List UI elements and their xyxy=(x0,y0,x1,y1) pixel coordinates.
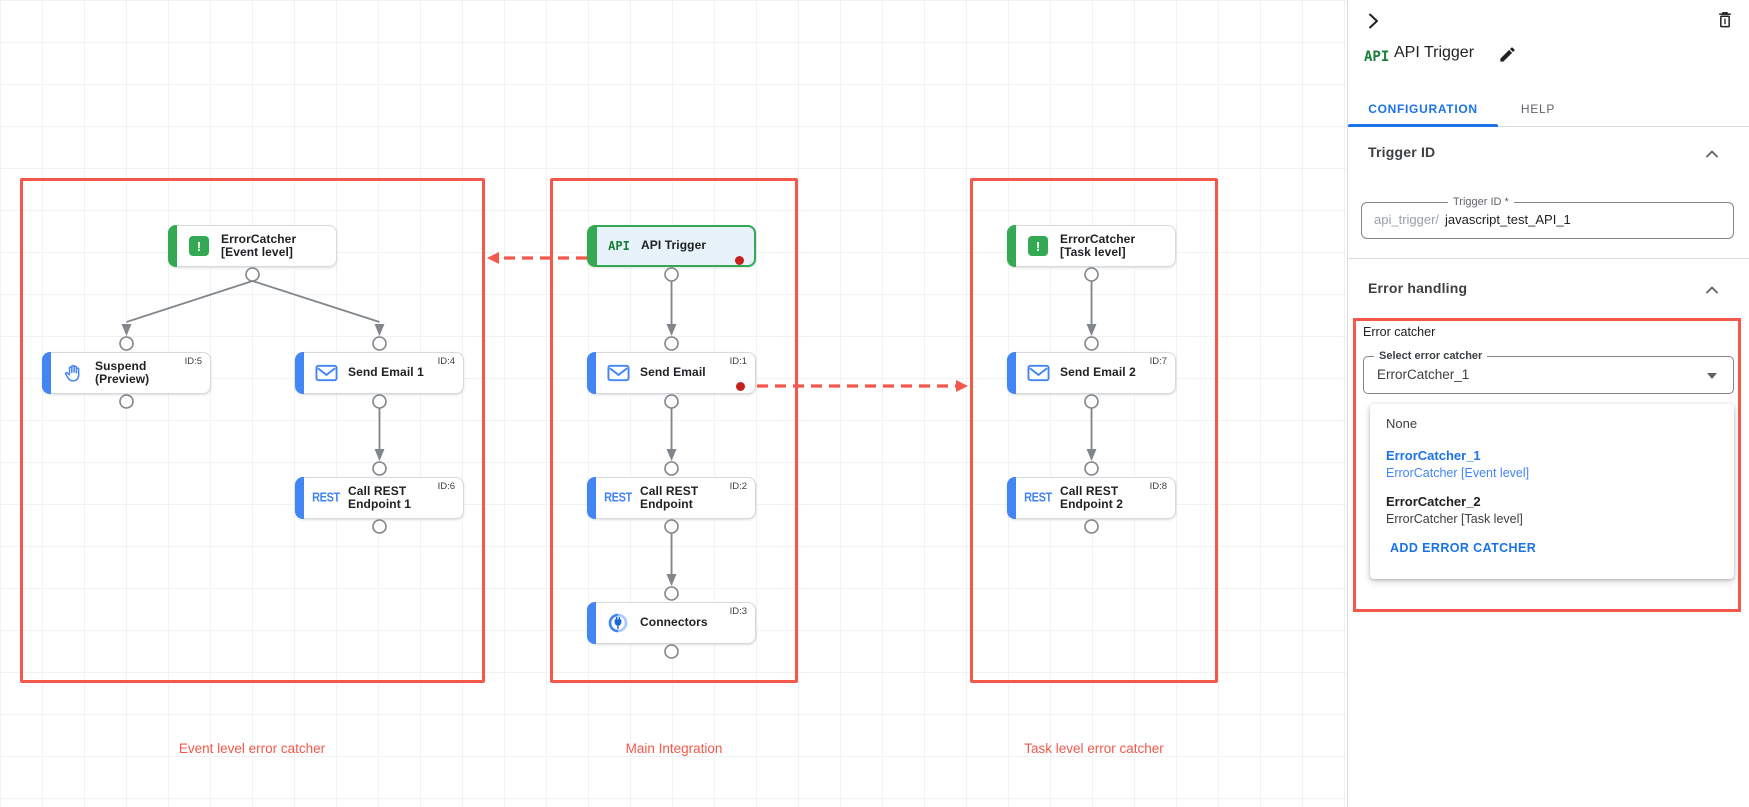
node-accent-bar xyxy=(168,225,177,267)
trigger-id-section-title: Trigger ID xyxy=(1368,144,1436,160)
error-catcher-highlight-outline xyxy=(1353,318,1741,612)
trigger-id-field[interactable]: Trigger ID * api_trigger/javascript_test… xyxy=(1361,196,1734,239)
node-errorcatcher-event-level[interactable]: ! ErrorCatcher[Event level] xyxy=(168,225,337,267)
email-icon xyxy=(1025,364,1051,382)
email-icon xyxy=(313,364,339,382)
connectors-icon xyxy=(605,612,631,634)
api-trigger-icon: API xyxy=(1364,49,1390,65)
node-connectors[interactable]: Connectors ID:3 xyxy=(587,602,756,644)
section-divider xyxy=(1348,258,1749,259)
config-panel: API API Trigger CONFIGURATION HELP Trigg… xyxy=(1347,0,1749,807)
edit-title-pencil-icon[interactable] xyxy=(1498,45,1517,67)
collapse-panel-chevron-icon[interactable] xyxy=(1363,11,1383,34)
menu-item-errorcatcher-2[interactable]: ErrorCatcher_2 xyxy=(1386,494,1481,509)
node-send-email-1[interactable]: Send Email 1 ID:4 xyxy=(295,352,464,394)
error-catcher-icon: ! xyxy=(1025,236,1051,256)
caption-task-level: Task level error catcher xyxy=(1024,741,1164,756)
delete-trigger-trash-icon[interactable] xyxy=(1715,10,1735,33)
node-accent-bar xyxy=(1007,352,1016,394)
tab-help[interactable]: HELP xyxy=(1520,102,1556,116)
panel-title: API Trigger xyxy=(1394,44,1475,61)
error-catcher-menu: None ErrorCatcher_1 ErrorCatcher [Event … xyxy=(1370,404,1734,579)
node-accent-bar xyxy=(295,352,304,394)
api-icon: API xyxy=(608,239,630,253)
node-accent-bar xyxy=(295,477,304,519)
active-tab-underline xyxy=(1348,124,1498,127)
select-error-catcher-value: ErrorCatcher_1 xyxy=(1377,367,1470,382)
error-handling-section-header[interactable]: Error handling xyxy=(1348,278,1749,304)
email-icon xyxy=(605,364,631,382)
dropdown-caret-icon xyxy=(1707,373,1717,379)
node-send-email-2[interactable]: Send Email 2 ID:7 xyxy=(1007,352,1176,394)
node-suspend-preview[interactable]: Suspend(Preview) ID:5 xyxy=(42,352,211,394)
node-accent-bar xyxy=(587,477,596,519)
node-api-trigger[interactable]: API API Trigger xyxy=(587,225,756,267)
node-accent-bar xyxy=(587,352,596,394)
node-accent-bar xyxy=(1007,225,1016,267)
error-catcher-label: Error catcher xyxy=(1363,325,1436,339)
error-catcher-icon: ! xyxy=(186,236,212,256)
node-accent-bar xyxy=(588,226,597,266)
integration-canvas[interactable]: ! ErrorCatcher[Event level] Suspend(Prev… xyxy=(0,0,1347,807)
node-accent-bar xyxy=(42,352,51,394)
trigger-id-field-label: Trigger ID * xyxy=(1448,196,1514,208)
caption-event-level: Event level error catcher xyxy=(178,741,326,756)
error-dot xyxy=(736,382,745,391)
caption-main-integration: Main Integration xyxy=(625,741,723,756)
add-error-catcher-button[interactable]: ADD ERROR CATCHER xyxy=(1390,541,1537,555)
node-send-email[interactable]: Send Email ID:1 xyxy=(587,352,756,394)
hand-icon xyxy=(60,363,86,384)
menu-item-errorcatcher-2-desc[interactable]: ErrorCatcher [Task level] xyxy=(1386,512,1523,526)
trigger-id-value: javascript_test_API_1 xyxy=(1445,212,1571,227)
tab-bar: CONFIGURATION HELP xyxy=(1348,92,1749,127)
group-outline-main-integration xyxy=(550,178,798,683)
chevron-up-icon[interactable] xyxy=(1704,146,1720,167)
rest-icon: REST xyxy=(1024,491,1052,505)
group-outline-event-level xyxy=(20,178,485,683)
select-error-catcher-label: Select error catcher xyxy=(1374,350,1488,362)
error-dot xyxy=(735,256,744,265)
rest-icon: REST xyxy=(604,491,632,505)
trigger-id-section-header[interactable]: Trigger ID xyxy=(1348,142,1749,168)
rest-icon: REST xyxy=(312,491,340,505)
menu-item-none[interactable]: None xyxy=(1386,416,1418,431)
error-handling-section-title: Error handling xyxy=(1368,280,1468,296)
node-accent-bar xyxy=(1007,477,1016,519)
select-error-catcher-dropdown[interactable]: Select error catcher ErrorCatcher_1 xyxy=(1363,350,1734,394)
chevron-up-icon[interactable] xyxy=(1704,282,1720,303)
group-outline-task-level xyxy=(970,178,1218,683)
node-errorcatcher-task-level[interactable]: ! ErrorCatcher[Task level] xyxy=(1007,225,1176,267)
trigger-id-prefix: api_trigger/ xyxy=(1374,212,1440,227)
node-accent-bar xyxy=(587,602,596,644)
menu-item-errorcatcher-1-desc[interactable]: ErrorCatcher [Event level] xyxy=(1386,466,1530,480)
menu-item-errorcatcher-1[interactable]: ErrorCatcher_1 xyxy=(1386,448,1481,463)
tab-configuration[interactable]: CONFIGURATION xyxy=(1368,102,1478,116)
